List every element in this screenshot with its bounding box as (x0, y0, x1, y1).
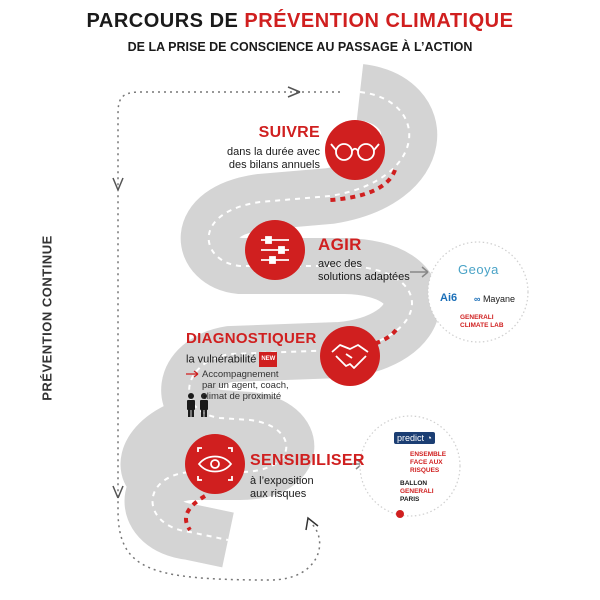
curb-stripe-middle (339, 328, 398, 352)
diagnostiquer-desc-line-1: la vulnérabilité (186, 353, 257, 366)
ensemble-line-2: FACE AUX (410, 459, 443, 466)
page-title: PARCOURS DE PRÉVENTION CLIMATIQUE (0, 10, 600, 33)
agir-title: AGIR (318, 235, 362, 254)
new-badge: NEW (259, 352, 278, 367)
mayane-label: Mayane (482, 294, 515, 304)
ballon-dot-icon (396, 510, 404, 518)
mayane-mark-icon: ∞ (474, 294, 481, 304)
suivre-desc-line-1: dans la durée avec (227, 146, 320, 158)
ballon-line-2: GENERALI (400, 488, 434, 495)
cycle-arrow-left-bottom (112, 485, 124, 499)
sensibiliser-desc-line-2: aux risques (250, 488, 307, 500)
predict-label: predict (397, 433, 425, 443)
sliders-icon (261, 236, 289, 264)
title-part-1: PARCOURS DE (86, 10, 245, 32)
ballon-line-1: BALLON (400, 480, 428, 487)
support-text: Accompagnement par un agent, coach, clim… (202, 369, 322, 402)
ensemble-face-aux-risques-logo: ENSEMBLE FACE AUX RISQUES (410, 451, 446, 475)
sensibiliser-desc: à l’exposition aux risques (250, 475, 360, 501)
support-line-1: Accompagnement (202, 369, 279, 380)
handshake-icon (331, 344, 369, 369)
ai6-logo: Ai6 (440, 292, 458, 304)
road-entry (120, 392, 218, 506)
sensibiliser-title: SENSIBILISER (250, 452, 365, 469)
sensibiliser-circle (185, 434, 245, 494)
cycle-arrow-top (287, 86, 301, 98)
support-line-2: par un agent, coach, (202, 380, 289, 391)
support-line-3: climat de proximité (202, 391, 282, 402)
agir-desc-line-2: solutions adaptées (318, 271, 410, 283)
sensibiliser-desc-line-1: à l’exposition (250, 475, 314, 487)
awareness-partners-circle (359, 415, 461, 517)
climate-lab-line-2: CLIMATE LAB (460, 322, 504, 329)
support-arrow (186, 370, 199, 378)
curb-stripe-top (329, 169, 397, 202)
action-partners-circle (427, 241, 529, 343)
agir-partner-arrow (410, 266, 429, 278)
suivre-desc-line-2: des bilans annuels (228, 159, 320, 171)
cycle-loop-top (117, 91, 340, 581)
agir-desc-line-1: avec des (318, 258, 363, 270)
curb-stripe-bottom (184, 494, 207, 532)
title-part-2: PRÉVENTION CLIMATIQUE (244, 10, 514, 32)
page-subtitle: DE LA PRISE DE CONSCIENCE AU PASSAGE À L… (127, 40, 473, 54)
mayane-logo: ∞ Mayane (474, 294, 515, 304)
suivre-desc: dans la durée avec des bilans annuels (180, 146, 320, 172)
eye-icon (197, 447, 233, 481)
predict-logo: predict ◔ (394, 432, 435, 444)
generali-climate-lab-logo: GENERALI CLIMATE LAB (460, 314, 504, 330)
ballon-generali-paris-logo: BALLON GENERALI PARIS (400, 480, 434, 504)
cycle-label: PRÉVENTION CONTINUE (39, 235, 55, 401)
geoya-logo: Geoya (458, 262, 499, 277)
suivre-circle (325, 120, 385, 180)
suivre-title: SUIVRE (258, 124, 320, 141)
cycle-arrow-left-top (112, 177, 124, 191)
ensemble-line-3: RISQUES (410, 467, 440, 474)
ensemble-line-1: ENSEMBLE (410, 451, 447, 458)
cycle-arrow-bottom (305, 516, 319, 531)
agir-desc: avec des solutions adaptées (318, 258, 438, 284)
ballon-line-3: PARIS (400, 496, 420, 503)
diagnostiquer-title: DIAGNOSTIQUER (186, 330, 317, 347)
climate-lab-line-1: GENERALI (460, 314, 494, 321)
glasses-icon (330, 143, 380, 161)
predict-mark-icon: ◔ (426, 433, 432, 443)
people-icon (187, 393, 208, 417)
